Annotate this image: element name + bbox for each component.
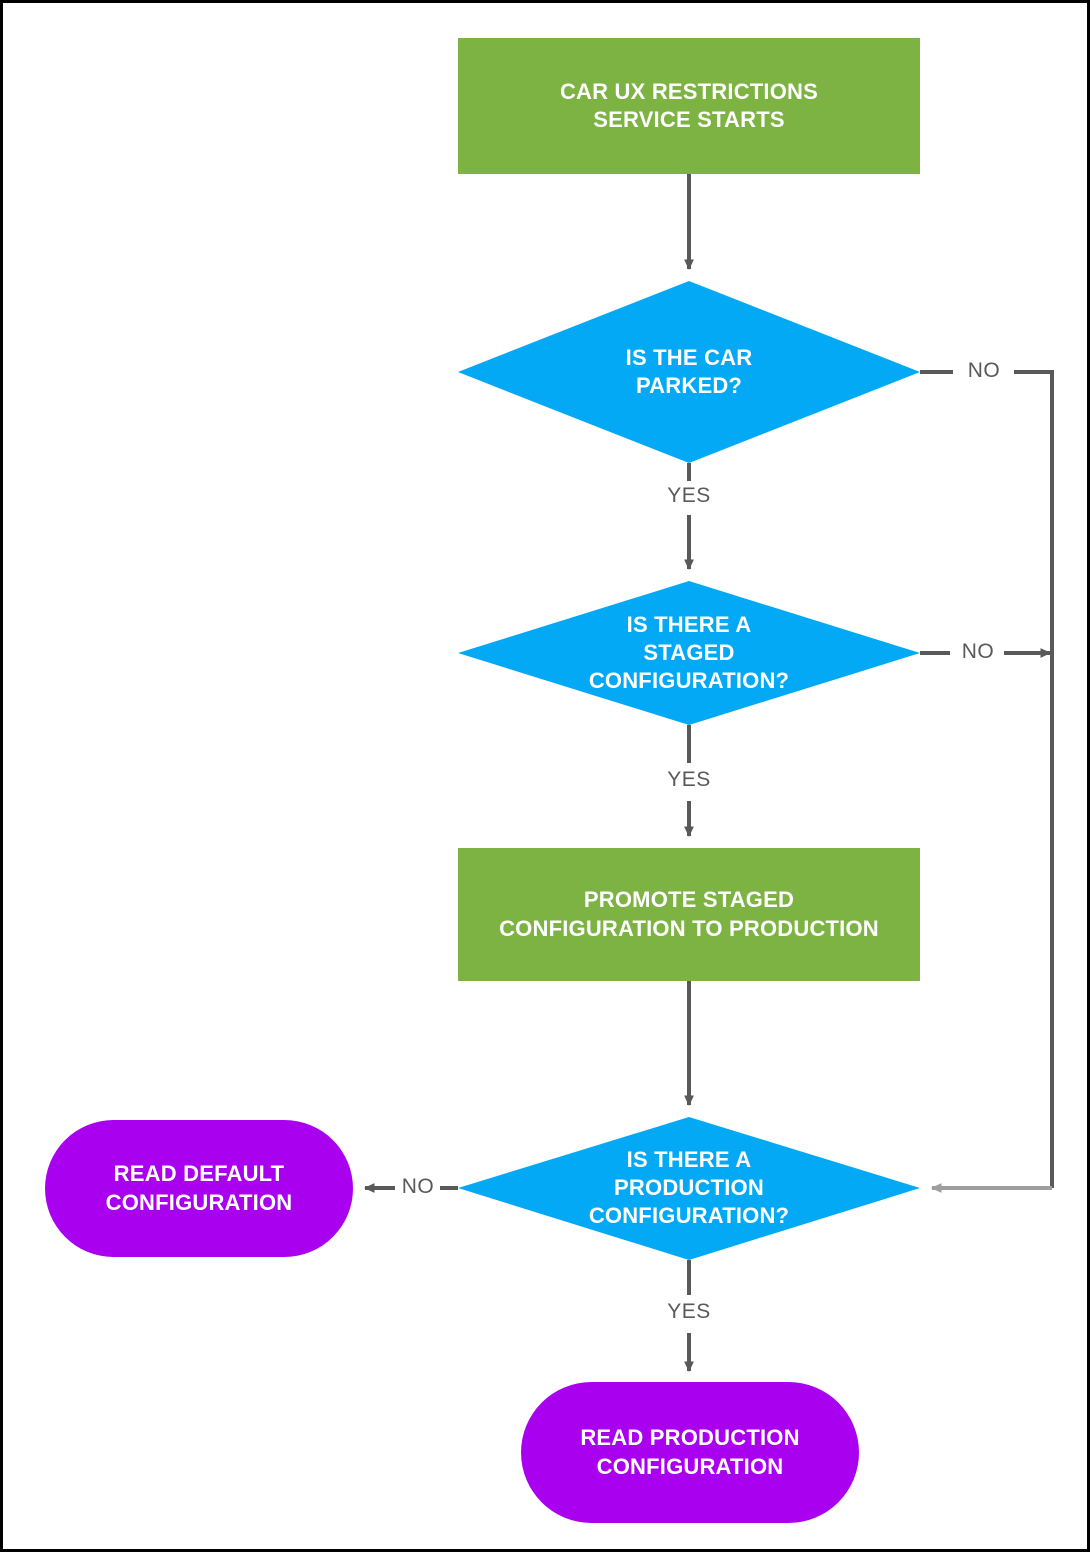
node-read-default-shape[interactable] bbox=[45, 1120, 353, 1257]
node-start-shape[interactable] bbox=[458, 38, 920, 174]
node-staged-config-shape[interactable] bbox=[458, 581, 920, 725]
node-staged-config[interactable] bbox=[519, 593, 859, 713]
node-production-config[interactable] bbox=[519, 1128, 859, 1248]
node-promote[interactable] bbox=[458, 848, 920, 981]
node-production-config-shape[interactable] bbox=[458, 1117, 920, 1260]
node-read-production-shape[interactable] bbox=[521, 1382, 859, 1523]
node-start[interactable] bbox=[458, 38, 920, 174]
node-is-parked-shape[interactable] bbox=[458, 281, 920, 463]
node-read-production[interactable] bbox=[521, 1382, 859, 1523]
node-promote-shape[interactable] bbox=[458, 848, 920, 981]
node-read-default[interactable] bbox=[45, 1120, 353, 1257]
node-is-parked[interactable] bbox=[519, 303, 859, 441]
edge-no-bus bbox=[1014, 370, 1054, 1188]
flowchart-graphics bbox=[45, 38, 1054, 1523]
